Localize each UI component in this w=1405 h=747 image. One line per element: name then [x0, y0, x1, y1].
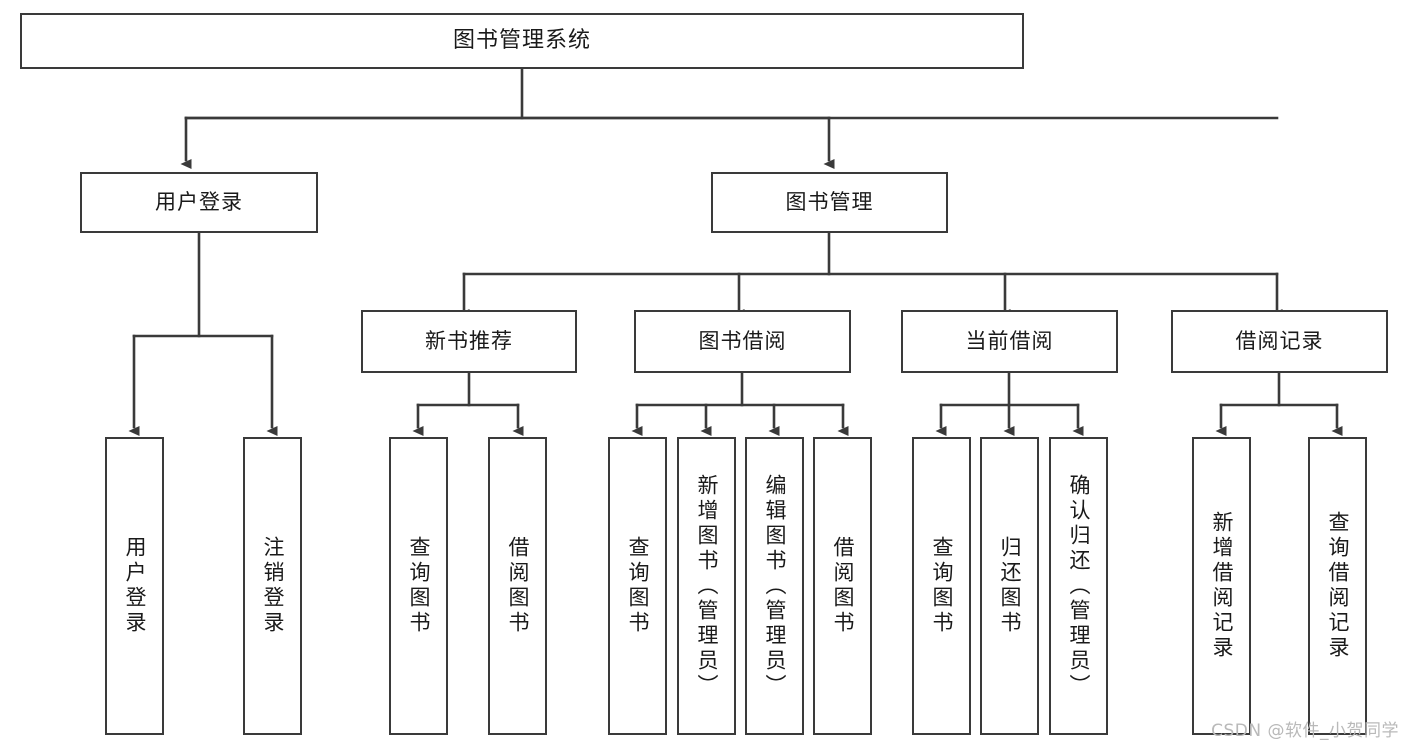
node-new-book-rec-label: 新书推荐: [425, 329, 513, 354]
node-leaf-edit-book-label: 编辑图书（管理员）: [763, 473, 787, 699]
node-user-login-label: 用户登录: [155, 190, 243, 215]
node-leaf-add-record[interactable]: 新增借阅记录: [1192, 437, 1251, 735]
node-book-borrow[interactable]: 图书借阅: [634, 310, 851, 373]
node-leaf-logout-login[interactable]: 注销登录: [243, 437, 302, 735]
node-leaf-query-record-label: 查询借阅记录: [1326, 511, 1350, 661]
node-current-borrow[interactable]: 当前借阅: [901, 310, 1118, 373]
node-borrow-record-label: 借阅记录: [1235, 329, 1324, 354]
node-borrow-record[interactable]: 借阅记录: [1171, 310, 1388, 373]
node-leaf-add-book[interactable]: 新增图书（管理员）: [677, 437, 736, 735]
node-leaf-query-book-borrow[interactable]: 查询图书: [608, 437, 667, 735]
node-root-label: 图书管理系统: [452, 28, 591, 54]
node-leaf-query-book-borrow-label: 查询图书: [626, 536, 650, 636]
node-leaf-add-record-label: 新增借阅记录: [1210, 511, 1234, 661]
node-book-manage[interactable]: 图书管理: [711, 172, 948, 233]
node-leaf-user-login-label: 用户登录: [123, 536, 147, 636]
node-leaf-user-login[interactable]: 用户登录: [105, 437, 164, 735]
node-leaf-query-book-rec-label: 查询图书: [407, 536, 431, 636]
node-leaf-query-book-rec[interactable]: 查询图书: [389, 437, 448, 735]
node-leaf-borrow-book-label: 借阅图书: [831, 536, 855, 636]
node-book-borrow-label: 图书借阅: [698, 329, 787, 354]
node-leaf-return-book[interactable]: 归还图书: [980, 437, 1039, 735]
node-leaf-confirm-return-label: 确认归还（管理员）: [1067, 473, 1091, 699]
node-leaf-return-book-label: 归还图书: [998, 536, 1022, 636]
node-leaf-borrow-book-rec[interactable]: 借阅图书: [488, 437, 547, 735]
node-leaf-add-book-label: 新增图书（管理员）: [695, 473, 719, 699]
node-leaf-query-book-cur[interactable]: 查询图书: [912, 437, 971, 735]
node-leaf-logout-login-label: 注销登录: [261, 536, 285, 636]
node-user-login[interactable]: 用户登录: [80, 172, 318, 233]
node-current-borrow-label: 当前借阅: [965, 329, 1054, 354]
node-new-book-rec[interactable]: 新书推荐: [361, 310, 577, 373]
node-book-manage-label: 图书管理: [785, 190, 874, 215]
node-leaf-edit-book[interactable]: 编辑图书（管理员）: [745, 437, 804, 735]
node-leaf-borrow-book-rec-label: 借阅图书: [506, 536, 530, 636]
node-leaf-confirm-return[interactable]: 确认归还（管理员）: [1049, 437, 1108, 735]
node-leaf-query-record[interactable]: 查询借阅记录: [1308, 437, 1367, 735]
node-leaf-query-book-cur-label: 查询图书: [930, 536, 954, 636]
csdn-watermark: CSDN @软件_小贺同学: [1211, 721, 1399, 741]
node-root-system[interactable]: 图书管理系统: [20, 13, 1024, 69]
node-leaf-borrow-book[interactable]: 借阅图书: [813, 437, 872, 735]
